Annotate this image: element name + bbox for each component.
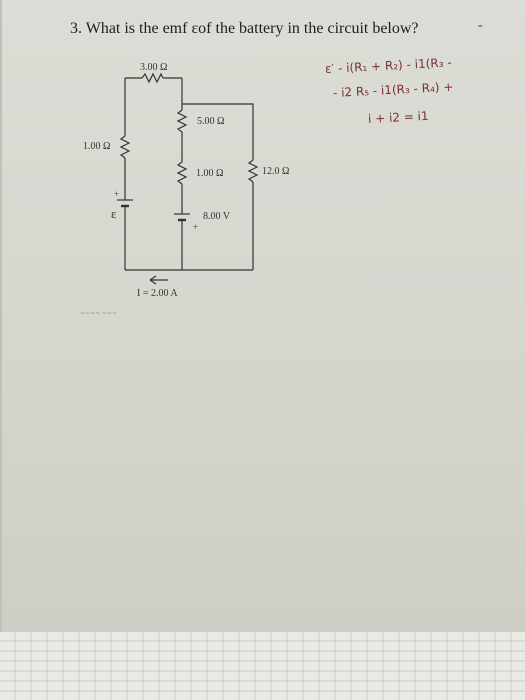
label-r-left: 1.00 Ω (83, 141, 111, 152)
label-r-mid-lower: 1.00 Ω (196, 168, 224, 179)
label-emf-symbol: ε (111, 206, 117, 221)
corner-mark: - (478, 18, 483, 33)
resistor-mid-lower-zigzag (176, 161, 188, 185)
question-text: 3. What is the emf εof the battery in th… (70, 20, 419, 37)
label-r-top: 3.00 Ω (140, 62, 168, 73)
label-r-right: 12.0 Ω (262, 166, 290, 177)
paper-bottom-grid (0, 632, 525, 700)
resistor-top-zigzag (141, 72, 164, 84)
current-arrow-head (149, 275, 157, 285)
label-plus-right: + (193, 222, 199, 232)
label-plus-left: + (114, 189, 120, 199)
resistor-left-zigzag (119, 135, 131, 159)
label-r-mid-upper: 5.00 Ω (197, 116, 225, 127)
resistor-right-zigzag (247, 159, 259, 183)
wire-right-top (182, 103, 254, 160)
label-battery-right: 8.00 V (203, 211, 231, 222)
label-current: I = 2.00 A (137, 288, 178, 299)
resistor-mid-upper-zigzag (176, 109, 188, 133)
paper-edge (0, 0, 2, 700)
faint-scribble: ~~~~ ~~~ (80, 310, 118, 317)
